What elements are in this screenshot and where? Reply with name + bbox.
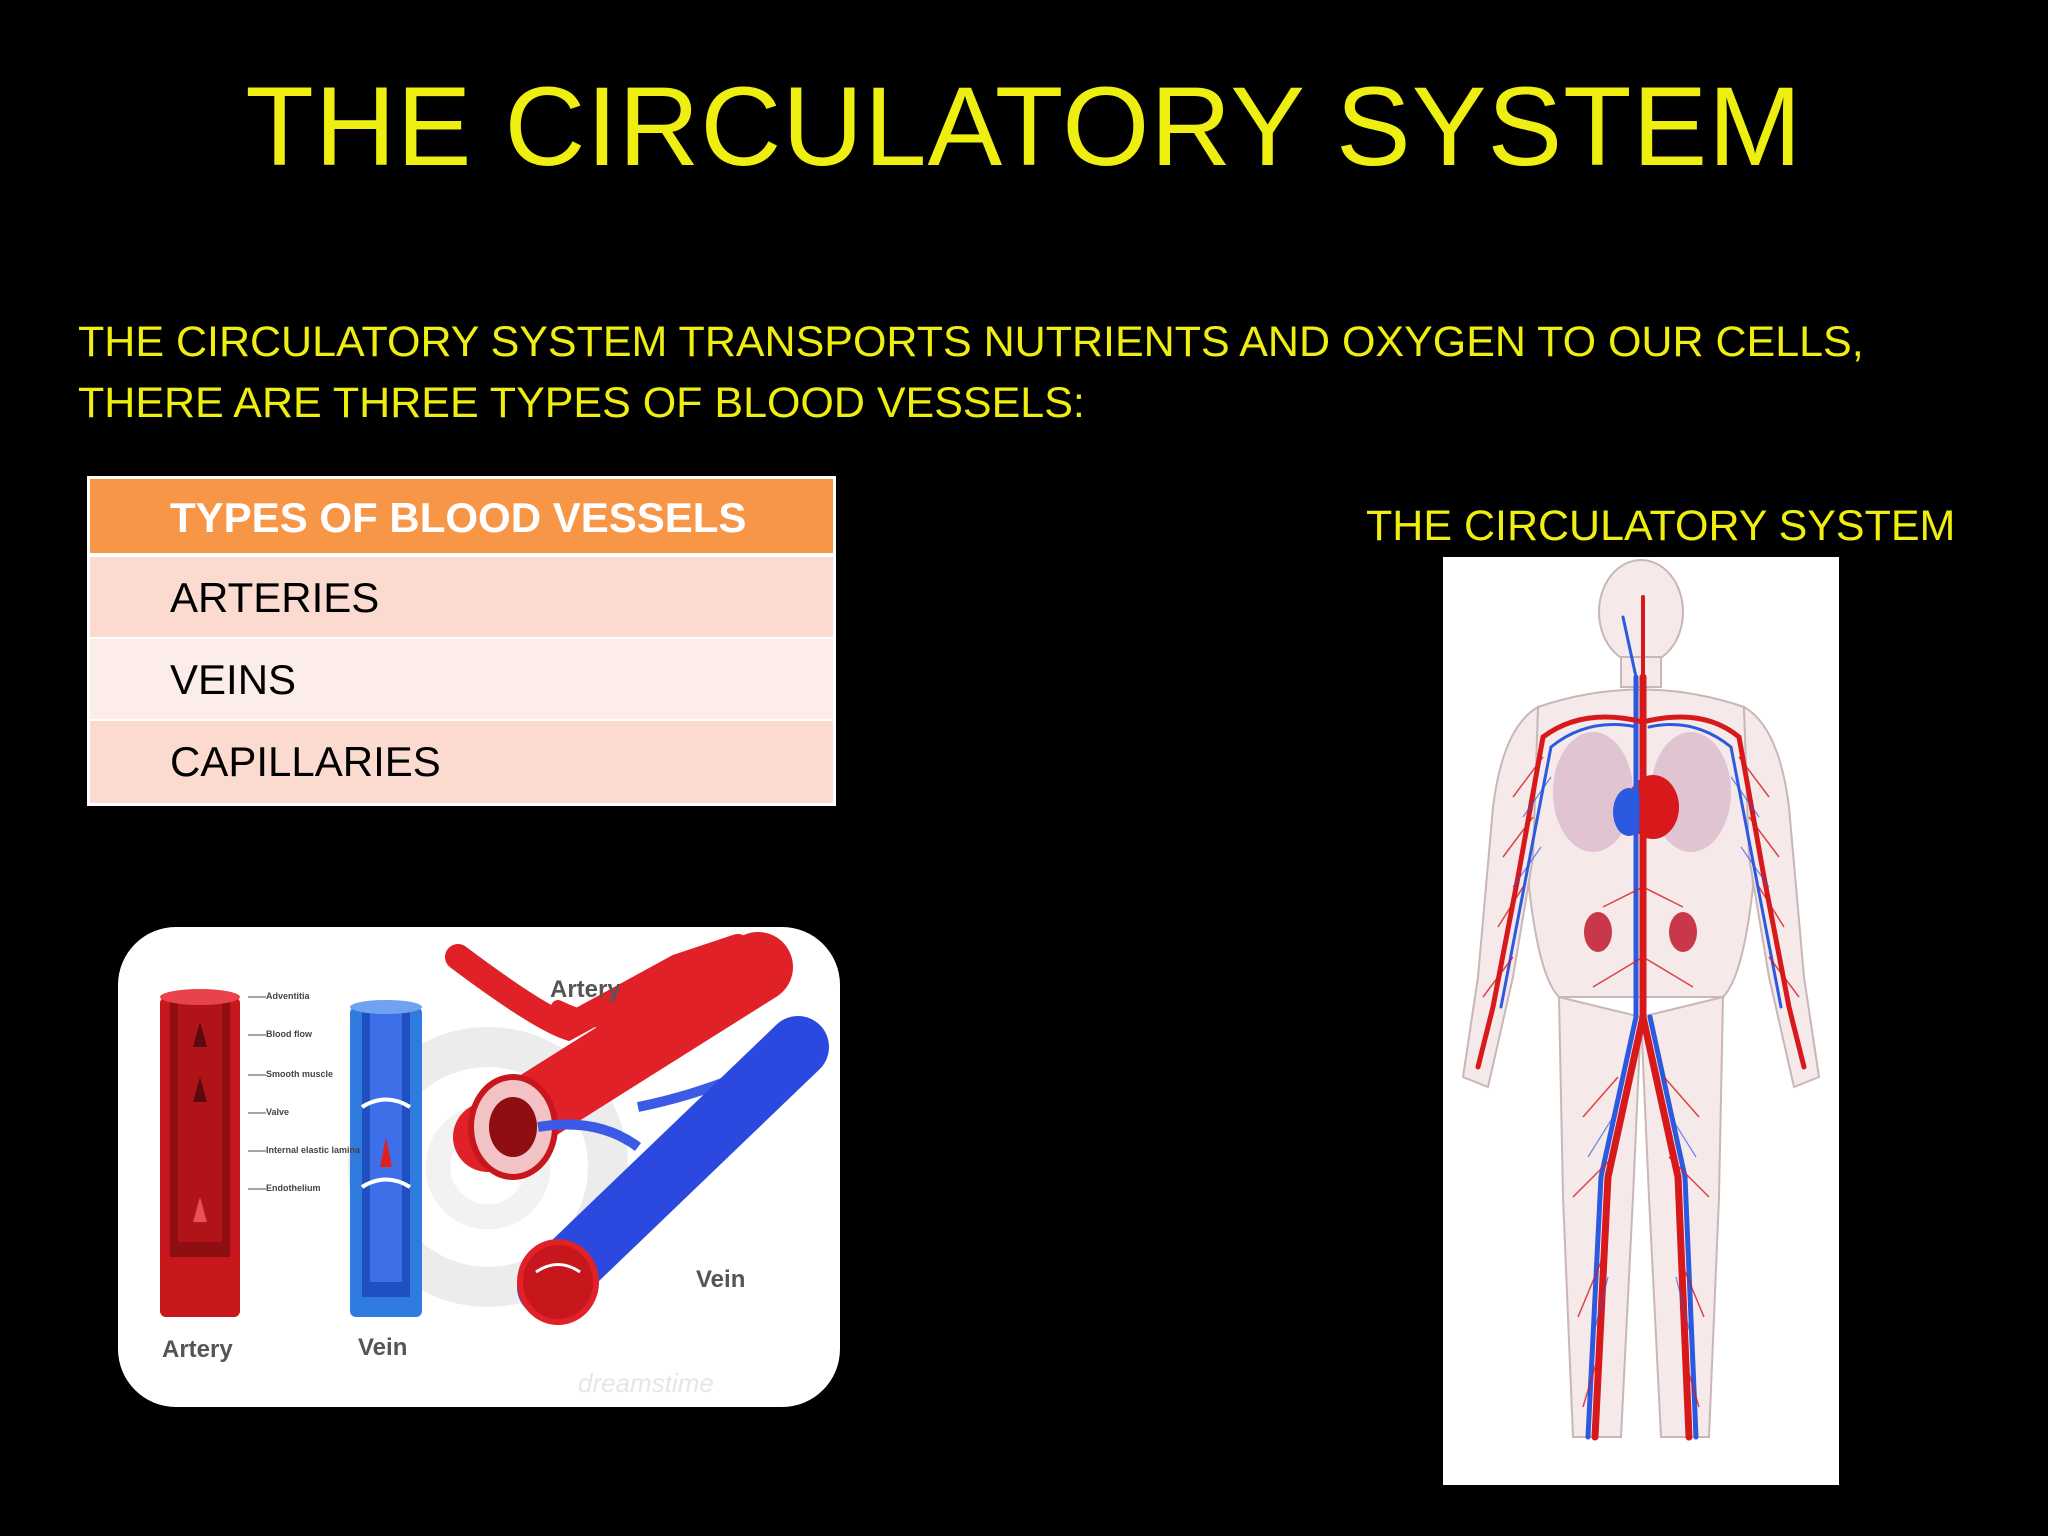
body-figure-caption: THE CIRCULATORY SYSTEM: [1366, 502, 1956, 550]
artery-label-top: Artery: [550, 976, 621, 1003]
slide-title: THE CIRCULATORY SYSTEM: [245, 64, 1803, 189]
body-illustration-graphic: [1461, 559, 1821, 1441]
intro-text: THE CIRCULATORY SYSTEM TRANSPORTS NUTRIE…: [78, 318, 1864, 427]
vessel-illustration: Adventitia Blood flow Smooth muscle Valv…: [118, 927, 840, 1407]
table-row-capillaries: CAPILLARIES: [90, 721, 833, 803]
circulatory-body-illustration: [1443, 557, 1839, 1485]
layer-label: Adventitia: [266, 991, 311, 1001]
table-row-veins: VEINS: [90, 639, 833, 721]
vessel-illustration-graphic: Adventitia Blood flow Smooth muscle Valv…: [160, 932, 829, 1398]
artery-label-bottom: Artery: [162, 1336, 233, 1363]
table-header: TYPES OF BLOOD VESSELS: [90, 479, 833, 557]
layer-label: Blood flow: [266, 1029, 313, 1039]
table-row-arteries: ARTERIES: [90, 557, 833, 639]
blood-vessel-table: TYPES OF BLOOD VESSELS ARTERIES VEINS CA…: [87, 476, 836, 806]
layer-label: Endothelium: [266, 1183, 321, 1193]
watermark: dreamstime: [578, 1368, 714, 1398]
layer-label: Internal elastic lamina: [266, 1145, 361, 1155]
layer-label: Smooth muscle: [266, 1069, 333, 1079]
vein-label-right: Vein: [696, 1266, 745, 1293]
layer-label: Valve: [266, 1107, 289, 1117]
vein-label-bottom: Vein: [358, 1334, 407, 1361]
